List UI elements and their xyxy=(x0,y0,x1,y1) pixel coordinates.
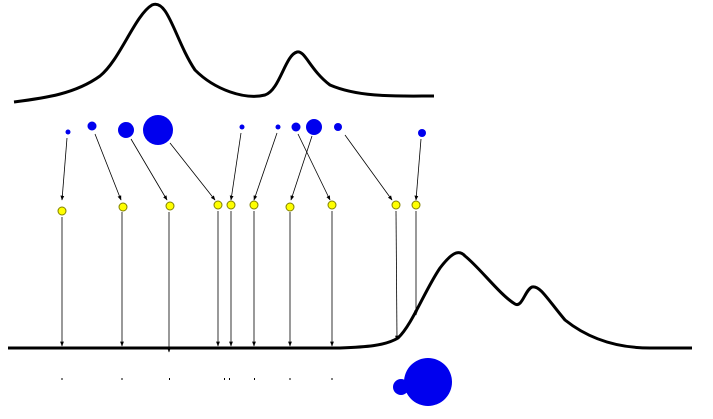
mapping-arrow xyxy=(229,132,242,201)
mapping-arrow xyxy=(344,134,393,201)
mapping-arrow xyxy=(60,137,68,201)
mapped-dots xyxy=(57,200,421,216)
source-dot xyxy=(334,123,342,131)
mapping-arrow xyxy=(414,138,422,201)
bottom-tick xyxy=(331,378,333,380)
mapped-dot xyxy=(411,200,421,210)
source-dot xyxy=(291,122,301,132)
source-dot xyxy=(118,122,134,138)
mapping-arrows xyxy=(60,132,422,353)
source-dots xyxy=(65,115,426,145)
mapped-dot xyxy=(226,200,236,210)
mapped-dot xyxy=(327,200,337,210)
drop-arrow xyxy=(395,210,399,341)
source-dot xyxy=(275,124,281,130)
source-dot xyxy=(418,129,426,137)
mapping-arrow xyxy=(169,142,216,201)
source-dot xyxy=(306,119,322,135)
bottom-cluster xyxy=(393,358,452,406)
mapping-arrow xyxy=(94,133,122,201)
mapped-dot xyxy=(165,201,175,211)
bottom-tick xyxy=(289,378,291,380)
source-dot xyxy=(143,115,173,145)
mapped-dot xyxy=(57,206,67,216)
bottom-tick xyxy=(61,378,63,380)
source-dot xyxy=(65,129,71,135)
bottom-ticks xyxy=(61,378,333,380)
bottom-tick xyxy=(254,378,255,380)
mapping-arrow xyxy=(297,133,331,201)
mapped-dot xyxy=(213,200,223,210)
mapped-dot xyxy=(391,200,401,210)
mapped-dot xyxy=(285,202,295,212)
source-dot xyxy=(239,124,245,130)
bottom-tick xyxy=(121,378,123,380)
bottom-tick xyxy=(169,378,170,380)
bottom-cluster-dot xyxy=(404,358,452,406)
mapping-arrow xyxy=(130,138,168,201)
mapping-arrow xyxy=(253,132,278,201)
mapped-dot xyxy=(249,200,259,210)
mapped-dot xyxy=(118,202,128,212)
mapping-arrow xyxy=(290,135,313,201)
bottom-tick xyxy=(229,378,230,380)
source-dot xyxy=(87,121,97,131)
top-density-curve xyxy=(13,2,435,104)
bottom-density-curve xyxy=(8,251,692,350)
bottom-tick xyxy=(224,378,225,380)
